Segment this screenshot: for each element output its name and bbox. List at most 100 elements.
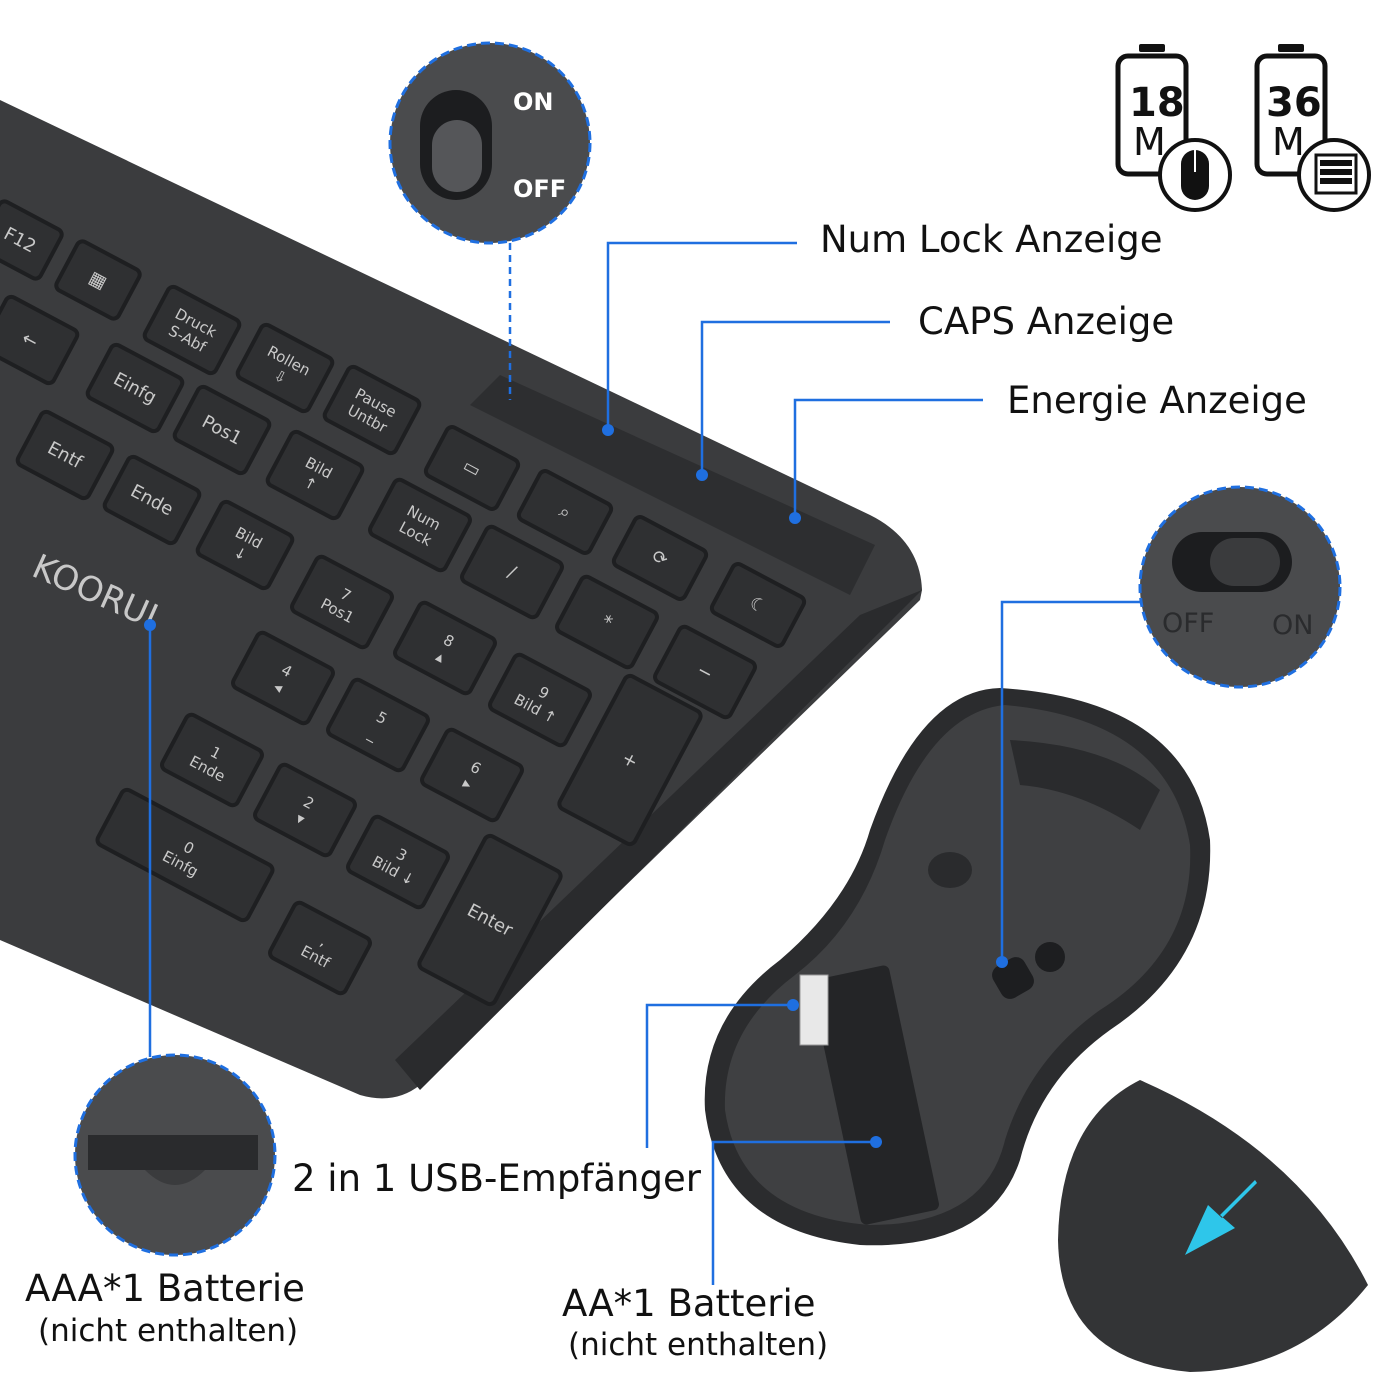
mouse-button-slot	[928, 852, 972, 888]
key[interactable]: −	[653, 624, 757, 720]
key-cap[interactable]	[557, 673, 703, 847]
key-cap[interactable]	[0, 199, 64, 281]
key-cap[interactable]	[54, 239, 142, 321]
key-cap[interactable]	[231, 630, 335, 726]
key-cap[interactable]	[346, 814, 450, 910]
key[interactable]: *	[555, 574, 659, 670]
key[interactable]: 4◂	[231, 630, 335, 726]
key-cap[interactable]	[195, 499, 295, 591]
key[interactable]: ←	[0, 294, 80, 386]
key[interactable]: F12	[0, 199, 64, 281]
mouse-battery-life: 18 M	[1115, 42, 1245, 217]
key[interactable]: ▭	[423, 425, 521, 511]
key-cap[interactable]	[393, 600, 497, 696]
key[interactable]: Bild↑	[265, 429, 365, 521]
key-cap[interactable]	[423, 425, 521, 511]
key-cap[interactable]	[85, 342, 185, 434]
key[interactable]: +	[557, 673, 703, 847]
key[interactable]: Entf	[15, 409, 115, 501]
battery-icon	[1115, 44, 1232, 212]
key-cap[interactable]	[516, 469, 614, 555]
key-cap[interactable]	[460, 524, 564, 620]
mouse-battery-value: 18	[1129, 80, 1185, 126]
key[interactable]: /	[460, 524, 564, 620]
aa-battery-note: (nicht enthalten)	[568, 1327, 829, 1363]
usb-receiver	[799, 974, 829, 1046]
key-cap[interactable]	[172, 384, 272, 476]
key-cap[interactable]	[95, 787, 275, 923]
key-cap[interactable]	[15, 409, 115, 501]
usb-receiver-label: 2 in 1 USB-Empfänger	[292, 1157, 701, 1200]
mouse-icon	[1181, 150, 1209, 200]
aa-battery-label: AA*1 Batterie	[562, 1282, 816, 1325]
caps-label: CAPS Anzeige	[918, 300, 1175, 343]
key-cap[interactable]	[235, 322, 335, 414]
key-cap[interactable]	[611, 515, 709, 601]
key-cap[interactable]	[322, 364, 422, 456]
keyboard-battery-zoom	[73, 1053, 277, 1257]
key-cap[interactable]	[253, 762, 357, 858]
key-cap[interactable]	[102, 454, 202, 546]
key[interactable]: 8▴	[393, 600, 497, 696]
energy-label: Energie Anzeige	[1007, 379, 1307, 422]
key[interactable]: ⟳	[611, 515, 709, 601]
num-lock-label: Num Lock Anzeige	[820, 218, 1163, 261]
key-cap[interactable]	[709, 562, 807, 648]
cover-arrow-icon	[1185, 1180, 1257, 1255]
keyboard-edge	[395, 590, 922, 1090]
keyboard-battery-value: 36	[1266, 80, 1322, 126]
keyboard-switch-zoom: ON OFF	[388, 41, 592, 245]
key-cap[interactable]	[326, 677, 430, 773]
key-cap[interactable]	[0, 294, 80, 386]
key[interactable]: ,Entf	[268, 900, 372, 996]
switch-on-label: ON	[513, 88, 554, 116]
aaa-battery-label: AAA*1 Batterie	[25, 1267, 305, 1310]
mouse-switch-zoom: OFF ON	[1138, 485, 1342, 689]
key[interactable]: Rollen⇩	[235, 322, 335, 414]
key-cap[interactable]	[268, 900, 372, 996]
aaa-battery-note: (nicht enthalten)	[38, 1313, 299, 1349]
indicator-panel	[470, 375, 875, 595]
key-cap[interactable]	[265, 429, 365, 521]
key[interactable]: Enter	[417, 833, 563, 1007]
key[interactable]: ☾	[709, 562, 807, 648]
callout-dots	[144, 424, 1008, 1148]
key[interactable]: Einfg	[85, 342, 185, 434]
key-cap[interactable]	[420, 727, 524, 823]
key-cap[interactable]	[290, 554, 394, 650]
key-cap[interactable]	[653, 624, 757, 720]
key[interactable]: ⌕	[516, 469, 614, 555]
key[interactable]: 5_	[326, 677, 430, 773]
key[interactable]: Bild↓	[195, 499, 295, 591]
keyboard-battery-unit: M	[1272, 120, 1305, 164]
battery-icon	[1254, 44, 1371, 212]
mouse-switch-on-label: ON	[1272, 610, 1313, 641]
mouse-glide-pad	[1010, 740, 1160, 830]
switch-off-label: OFF	[513, 175, 566, 203]
key-cap[interactable]	[142, 284, 242, 376]
key[interactable]: ▦	[54, 239, 142, 321]
key-group: F12DruckS-AbfRollen⇩PauseUntbrEinfgPos1B…	[0, 199, 807, 1007]
key[interactable]: 6▸	[420, 727, 524, 823]
key-cap[interactable]	[417, 833, 563, 1007]
keyboard-battery-life: 36 M	[1254, 42, 1384, 217]
key[interactable]: 2▾	[253, 762, 357, 858]
key[interactable]: Ende	[102, 454, 202, 546]
key[interactable]: Pos1	[172, 384, 272, 476]
key-cap[interactable]	[555, 574, 659, 670]
key-cap[interactable]	[488, 652, 592, 748]
key-cap[interactable]	[160, 712, 264, 808]
callout-lines	[148, 241, 1140, 1285]
mouse-switch-off-label: OFF	[1162, 608, 1214, 639]
key-cap[interactable]	[368, 477, 472, 573]
